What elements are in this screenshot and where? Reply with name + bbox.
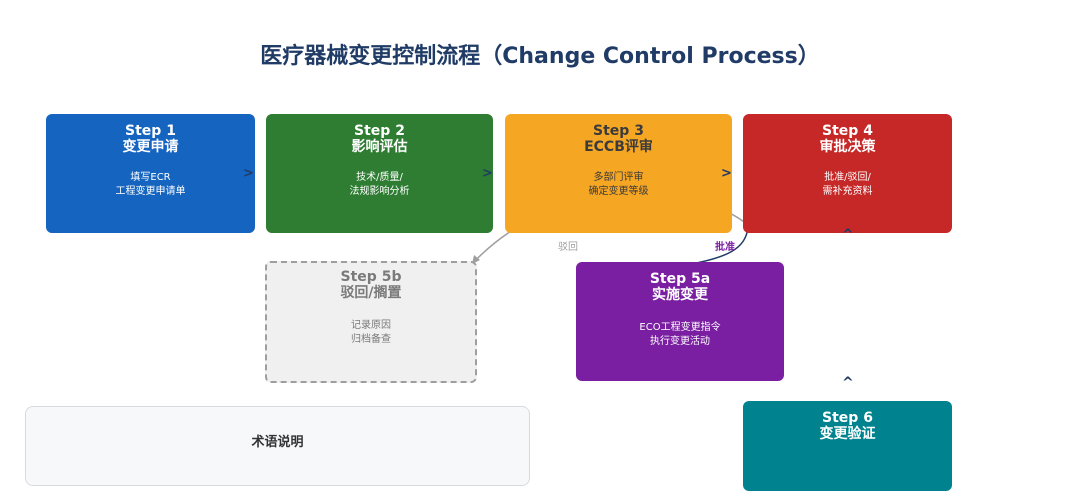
approve-label: 批准 — [715, 242, 735, 253]
step-2-description: 技术/质量/ 法规影响分析 — [349, 172, 410, 197]
step-5b-name: 驳回/搁置 — [340, 285, 402, 301]
step-2-box: Step 2 影响评估 技术/质量/ 法规影响分析 — [266, 114, 493, 233]
step-1-number: Step 1 — [125, 123, 176, 139]
glossary-title: 术语说明 — [251, 435, 304, 450]
step-1-name: 变更申请 — [122, 139, 179, 155]
step-3-description: 多部门评审 确定变更等级 — [588, 172, 649, 197]
up-arrow-to-step-5a-icon: ^ — [842, 375, 854, 391]
step-4-box: Step 4 审批决策 批准/驳回/ 需补充资料 — [743, 114, 952, 233]
step-6-number: Step 6 — [822, 410, 873, 426]
glossary-panel: 术语说明 — [25, 406, 530, 486]
step-5a-name: 实施变更 — [652, 287, 708, 303]
step-5a-box: Step 5a 实施变更 ECO工程变更指令 执行变更活动 — [576, 262, 784, 381]
step-4-name: 审批决策 — [819, 139, 876, 155]
step-3-name: ECCB评审 — [584, 139, 653, 155]
up-arrow-to-step-4-icon: ^ — [842, 227, 854, 243]
step-1-description: 填写ECR 工程变更申请单 — [115, 172, 186, 197]
step-5a-description: ECO工程变更指令 执行变更活动 — [639, 322, 721, 347]
step-2-number: Step 2 — [354, 123, 405, 139]
reject-label: 驳回 — [558, 242, 578, 253]
arrow-1-to-2-icon: > — [243, 166, 254, 181]
step-5a-number: Step 5a — [649, 271, 711, 287]
diagram-title: 医疗器械变更控制流程（Change Control Process） — [260, 44, 820, 69]
step-6-name: 变更验证 — [819, 426, 876, 442]
step-1-box: Step 1 变更申请 填写ECR 工程变更申请单 — [46, 114, 255, 233]
arrow-2-to-3-icon: > — [482, 166, 493, 181]
step-2-name: 影响评估 — [351, 139, 408, 155]
step-4-number: Step 4 — [822, 123, 873, 139]
step-5b-box: Step 5b 驳回/搁置 记录原因 归档备查 — [265, 261, 477, 383]
step-4-description: 批准/驳回/ 需补充资料 — [822, 172, 873, 197]
step-5b-description: 记录原因 归档备查 — [351, 320, 391, 345]
arrow-3-to-4-icon: > — [721, 166, 732, 181]
step-5b-number: Step 5b — [340, 269, 402, 285]
step-3-number: Step 3 — [593, 123, 644, 139]
approve-connector — [679, 227, 749, 267]
step-6-box: Step 6 变更验证 — [743, 401, 952, 491]
step-3-box: Step 3 ECCB评审 多部门评审 确定变更等级 — [505, 114, 732, 233]
